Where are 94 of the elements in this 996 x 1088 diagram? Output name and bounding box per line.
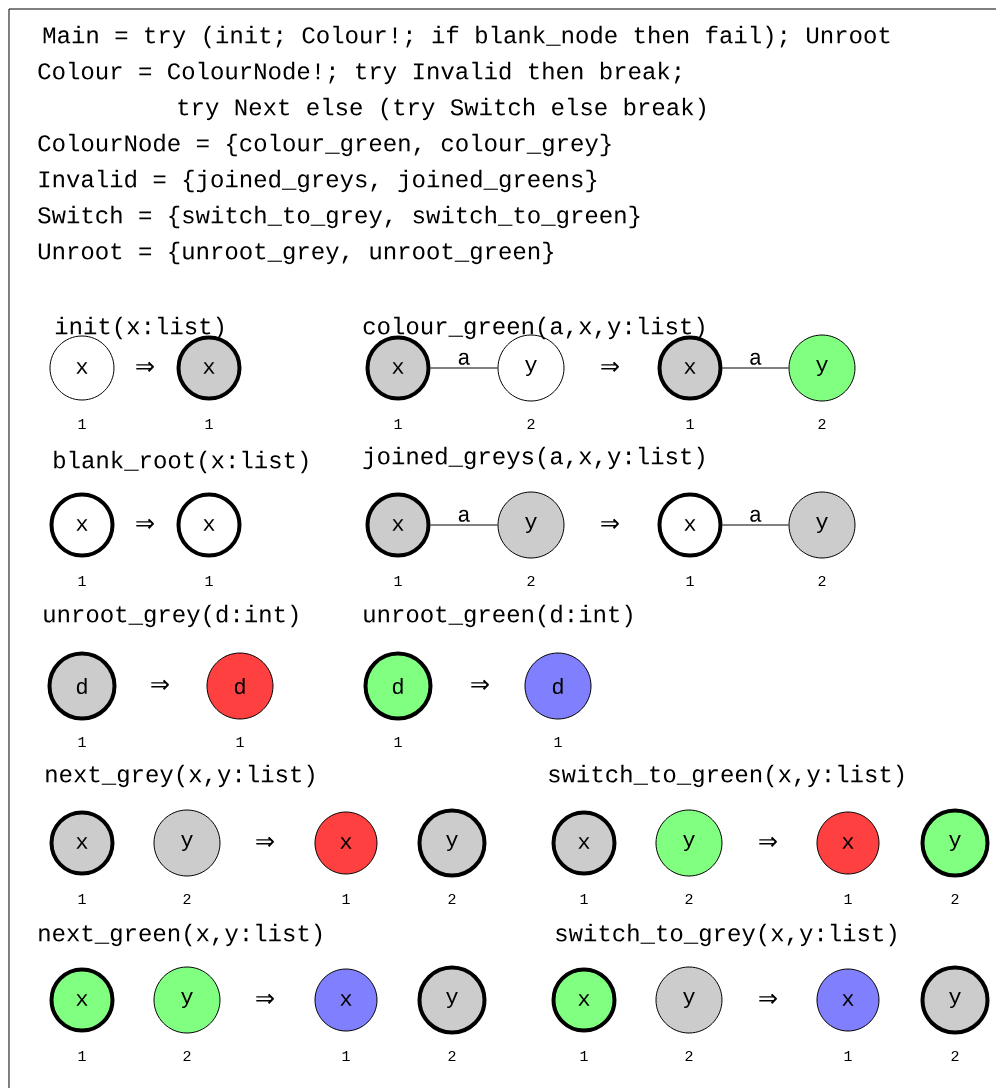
graph-node: x (314, 811, 378, 875)
node-number: 1 (394, 576, 402, 586)
rule-title: unroot_grey(d:int) (44, 604, 298, 628)
edge-label: a (750, 352, 762, 365)
graph-node: x (176, 492, 242, 558)
graph-node: y (920, 808, 990, 878)
graph-node: x (49, 335, 115, 401)
graph-node: x (49, 810, 115, 876)
node-number: 1 (394, 419, 402, 429)
graph-node: y (417, 965, 487, 1035)
node-number: 1 (78, 1051, 86, 1061)
edge-line (722, 367, 789, 369)
rewrite-symbol: ⇒ (136, 518, 154, 529)
node-number: 1 (580, 894, 588, 904)
graph-node: x (551, 810, 617, 876)
node-number: 1 (342, 894, 350, 904)
program-line: Main = try (init; Colour!; if blank_node then fail); Unroot (43, 25, 890, 49)
node-number: 2 (183, 894, 191, 905)
graph-node: d (363, 651, 433, 721)
node-number: 2 (951, 894, 959, 905)
node-number: 1 (205, 576, 213, 586)
node-number: 1 (342, 1051, 350, 1061)
graph-node: y (788, 334, 856, 402)
node-number: 2 (685, 1051, 693, 1062)
node-number: 2 (527, 576, 535, 587)
node-number: 2 (818, 576, 826, 587)
node-number: 1 (78, 419, 86, 429)
graph-node: x (816, 968, 880, 1032)
rewrite-symbol: ⇒ (601, 518, 619, 529)
graph-node: x (49, 967, 115, 1033)
node-number: 1 (205, 419, 213, 429)
rewrite-symbol: ⇒ (256, 836, 274, 847)
rule-title: joined_greys(a,x,y:list) (363, 446, 704, 470)
rule-title: switch_to_green(x,y:list) (549, 764, 904, 788)
node-number: 2 (183, 1051, 191, 1062)
program-line: ColourNode = {colour_green, colour_grey} (38, 133, 611, 157)
rewrite-symbol: ⇒ (759, 836, 777, 847)
rule-title: switch_to_grey(x,y:list) (556, 923, 896, 947)
rule-title: blank_root(x:list) (54, 450, 308, 474)
rule-title: unroot_green(d:int) (364, 604, 632, 628)
node-number: 1 (394, 737, 402, 747)
node-number: 2 (527, 419, 535, 430)
graph-node: x (551, 967, 617, 1033)
graph-node: x (816, 811, 880, 875)
node-number: 1 (844, 1051, 852, 1061)
graph-node: y (417, 808, 487, 878)
graph-node: y (920, 965, 990, 1035)
node-number: 2 (685, 894, 693, 905)
rewrite-symbol: ⇒ (601, 361, 619, 372)
graph-node: y (153, 966, 221, 1034)
program-line: try Next else (try Switch else break) (178, 97, 705, 121)
rewrite-symbol: ⇒ (256, 993, 274, 1004)
node-number: 1 (78, 576, 86, 586)
edge-line (430, 524, 498, 526)
node-number: 1 (844, 894, 852, 904)
program-line: Unroot = {unroot_grey, unroot_green} (38, 241, 553, 265)
program-line: Invalid = {joined_greys, joined_greens} (39, 169, 597, 193)
edge-label: a (750, 509, 762, 522)
graph-node: x (657, 492, 723, 558)
program-line: Colour = ColourNode!; try Invalid then break; (38, 61, 680, 85)
graph-node: y (153, 809, 221, 877)
graph-node: x (314, 968, 378, 1032)
graph-node: x (49, 492, 115, 558)
program-line: Switch = {switch_to_grey, switch_to_green} (38, 205, 640, 229)
graph-node: d (47, 651, 117, 721)
node-number: 1 (78, 737, 86, 747)
rule-title: next_green(x,y:list) (39, 923, 322, 947)
node-number: 1 (580, 1051, 588, 1061)
graph-node: y (497, 491, 565, 559)
node-number: 2 (448, 1051, 456, 1062)
node-number: 1 (554, 737, 562, 747)
rewrite-symbol: ⇒ (151, 679, 169, 690)
graph-node: x (365, 335, 431, 401)
node-number: 1 (78, 894, 86, 904)
rewrite-symbol: ⇒ (471, 679, 489, 690)
node-number: 1 (686, 419, 694, 429)
node-number: 2 (951, 1051, 959, 1062)
rewrite-symbol: ⇒ (759, 993, 777, 1004)
edge-line (430, 367, 498, 369)
edge-line (722, 524, 789, 526)
node-number: 1 (686, 576, 694, 586)
graph-node: y (655, 809, 723, 877)
rule-title: next_grey(x,y:list) (46, 764, 314, 788)
node-number: 2 (448, 894, 456, 905)
graph-node: d (524, 652, 592, 720)
rewrite-symbol: ⇒ (136, 361, 154, 372)
graph-node: y (788, 491, 856, 559)
edge-label: a (458, 352, 470, 365)
graph-node: x (365, 492, 431, 558)
graph-node: y (655, 966, 723, 1034)
node-number: 2 (818, 419, 826, 430)
edge-label: a (458, 509, 470, 522)
graph-node: d (206, 652, 274, 720)
node-number: 1 (236, 737, 244, 747)
